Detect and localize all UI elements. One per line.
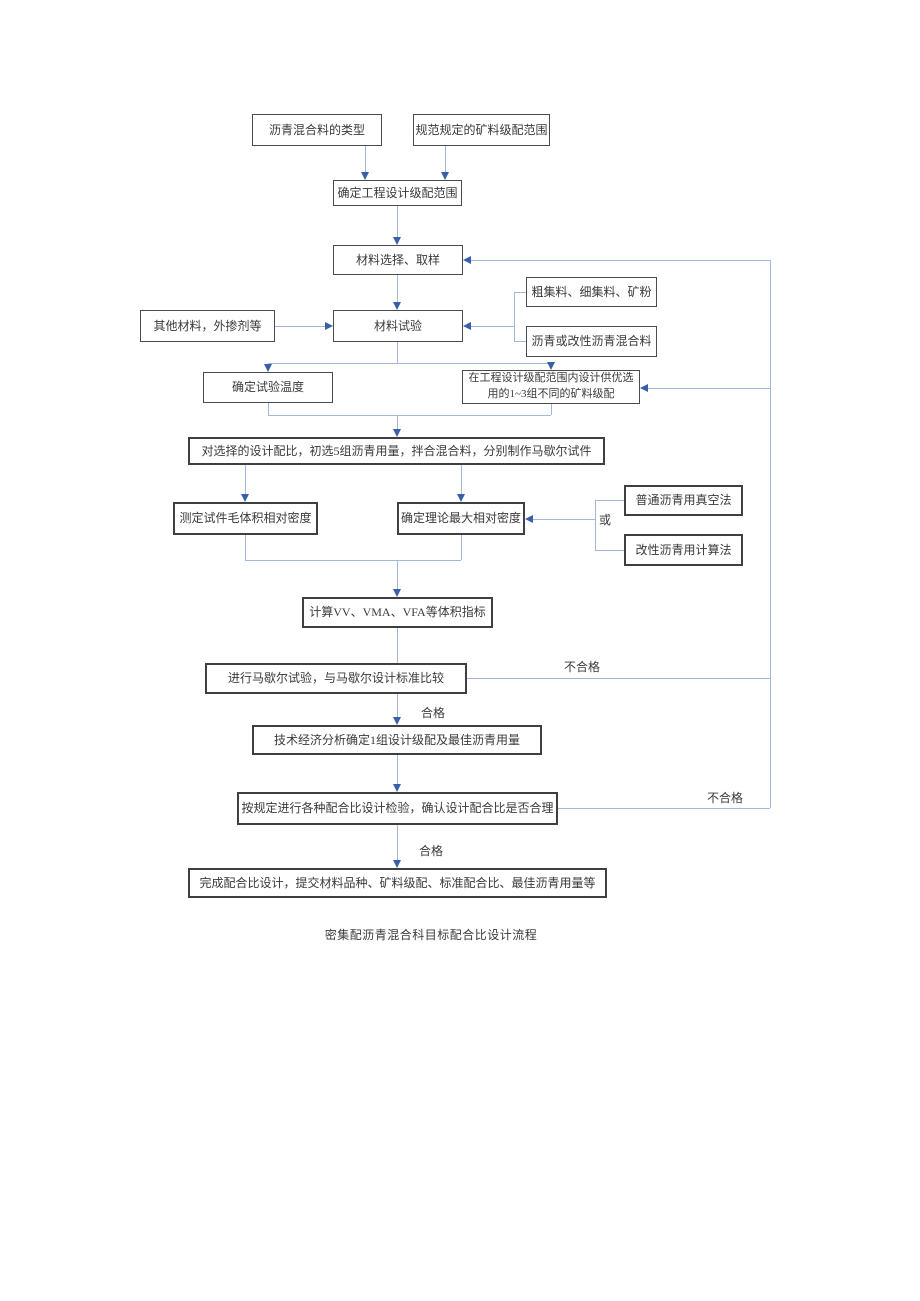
arrow-down-icon bbox=[393, 717, 401, 725]
node-spec-gradation: 规范规定的矿料级配范围 bbox=[413, 114, 550, 146]
node-vacuum-method: 普通沥青用真空法 bbox=[624, 485, 743, 516]
node-coarse-fine-filler: 粗集料、细集料、矿粉 bbox=[526, 277, 657, 307]
connector-line bbox=[397, 415, 398, 429]
connector-line bbox=[245, 535, 246, 560]
label-pass-2: 合格 bbox=[419, 844, 444, 858]
arrow-down-icon bbox=[547, 362, 555, 370]
node-marshall-test: 进行马歇尔试验，与马歇尔设计标准比较 bbox=[205, 663, 467, 694]
arrow-left-icon bbox=[463, 256, 471, 264]
node-material-selection: 材料选择、取样 bbox=[333, 245, 463, 275]
connector-line bbox=[533, 519, 595, 520]
node-verify-design: 按规定进行各种配合比设计检验，确认设计配合比是否合理 bbox=[237, 792, 558, 825]
connector-line bbox=[268, 403, 269, 415]
feedback-line-gradation bbox=[648, 388, 770, 389]
node-calc-method: 改性沥青用计算法 bbox=[624, 534, 743, 566]
connector-line bbox=[551, 404, 552, 415]
arrow-down-icon bbox=[393, 589, 401, 597]
connector-line bbox=[397, 206, 398, 237]
connector-line bbox=[514, 292, 526, 293]
arrow-down-icon bbox=[361, 172, 369, 180]
node-design-gradation: 确定工程设计级配范围 bbox=[333, 180, 462, 206]
label-fail-1: 不合格 bbox=[564, 660, 601, 674]
connector-line bbox=[397, 755, 398, 784]
fail-line-verify bbox=[558, 808, 770, 809]
node-other-materials: 其他材料，外掺剂等 bbox=[140, 310, 275, 342]
connector-line bbox=[461, 465, 462, 494]
diagram-caption: 密集配沥青混合科目标配合比设计流程 bbox=[324, 928, 538, 942]
arrow-down-icon bbox=[393, 302, 401, 310]
node-bulk-density: 测定试件毛体积相对密度 bbox=[173, 502, 318, 535]
node-trial-mix: 对选择的设计配比，初选5组沥青用量，拌合混合料，分别制作马歇尔试件 bbox=[188, 437, 605, 465]
arrow-left-icon bbox=[640, 384, 648, 392]
connector-line bbox=[514, 341, 526, 342]
connector-line bbox=[275, 326, 325, 327]
node-volume-index: 计算VV、VMA、VFA等体积指标 bbox=[302, 597, 493, 628]
connector-line bbox=[595, 500, 624, 501]
connector-line bbox=[397, 342, 398, 363]
connector-line bbox=[397, 628, 398, 663]
connector-line bbox=[397, 560, 398, 589]
arrow-down-icon bbox=[393, 860, 401, 868]
node-material-test: 材料试验 bbox=[333, 310, 463, 342]
fail-line-marshall bbox=[467, 678, 770, 679]
arrow-left-icon bbox=[525, 515, 533, 523]
arrow-down-icon bbox=[393, 784, 401, 792]
connector-line bbox=[595, 500, 596, 550]
connector-line bbox=[268, 415, 551, 416]
node-max-density: 确定理论最大相对密度 bbox=[397, 502, 525, 535]
connector-line bbox=[245, 465, 246, 494]
arrow-down-icon bbox=[457, 494, 465, 502]
connector-line bbox=[461, 535, 462, 560]
arrow-down-icon bbox=[264, 364, 272, 372]
node-test-temperature: 确定试验温度 bbox=[203, 372, 333, 403]
arrow-left-icon bbox=[463, 322, 471, 330]
connector-line bbox=[595, 550, 624, 551]
node-gradation-design: 在工程设计级配范围内设计供优选用的1~3组不同的矿料级配 bbox=[462, 370, 640, 404]
arrow-down-icon bbox=[441, 172, 449, 180]
feedback-line-selection bbox=[471, 260, 770, 261]
connector-line bbox=[397, 275, 398, 302]
connector-line bbox=[445, 146, 446, 172]
connector-line bbox=[245, 560, 461, 561]
label-pass-1: 合格 bbox=[421, 706, 446, 720]
label-fail-2: 不合格 bbox=[707, 791, 744, 805]
feedback-line-vertical bbox=[770, 260, 771, 808]
arrow-down-icon bbox=[393, 429, 401, 437]
arrow-down-icon bbox=[241, 494, 249, 502]
connector-line bbox=[471, 326, 514, 327]
node-mix-type: 沥青混合料的类型 bbox=[252, 114, 382, 146]
connector-line bbox=[397, 694, 398, 717]
arrow-right-icon bbox=[325, 322, 333, 330]
label-or: 或 bbox=[599, 513, 612, 527]
connector-line bbox=[268, 363, 551, 364]
connector-line bbox=[397, 825, 398, 860]
connector-line bbox=[514, 292, 515, 342]
arrow-down-icon bbox=[393, 237, 401, 245]
node-complete-design: 完成配合比设计，提交材料品种、矿料级配、标准配合比、最佳沥青用量等 bbox=[188, 868, 607, 898]
node-tech-analysis: 技术经济分析确定1组设计级配及最佳沥青用量 bbox=[252, 725, 542, 755]
connector-line bbox=[365, 146, 366, 172]
node-asphalt-mixture: 沥青或改性沥青混合料 bbox=[526, 326, 657, 357]
